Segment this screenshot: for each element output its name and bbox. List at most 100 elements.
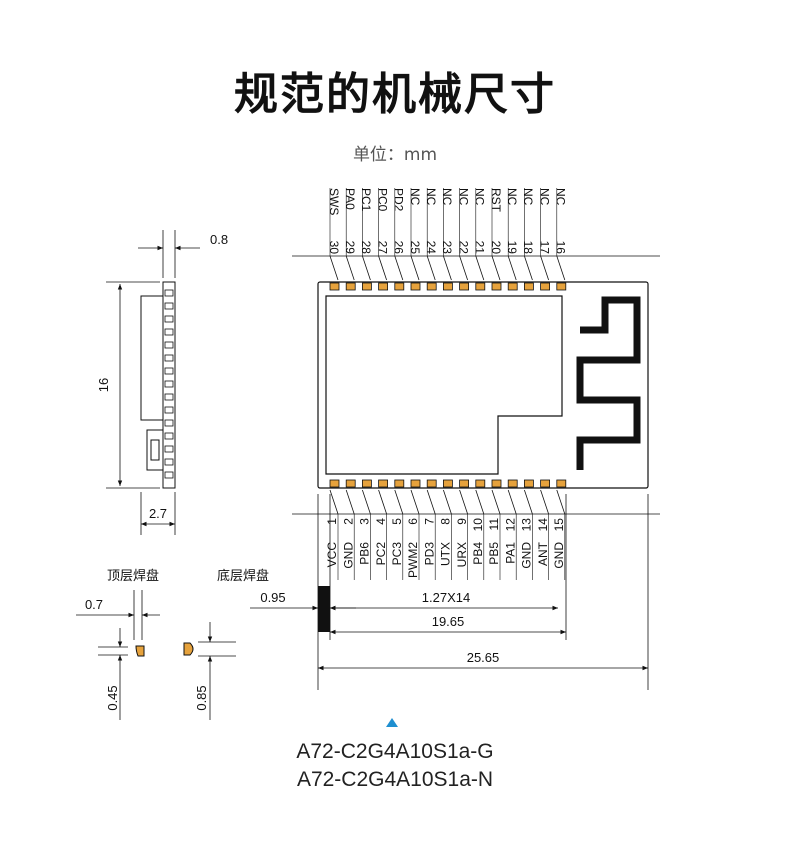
pin-leader [475, 255, 485, 281]
pin-number: 26 [392, 241, 406, 255]
pin-leader [556, 489, 566, 515]
pad [507, 282, 518, 291]
dim-side-width: 2.7 [149, 506, 167, 521]
pin-leader [345, 255, 355, 281]
pin-name: RST [489, 188, 503, 213]
pin-leader [556, 255, 566, 281]
pad [475, 282, 486, 291]
pad [540, 282, 550, 291]
bottom-pad-row [329, 479, 567, 488]
pin-number: 29 [343, 241, 357, 255]
shield-can [325, 295, 563, 475]
pin-leader [491, 255, 501, 281]
pin-number: 16 [554, 241, 568, 255]
side-pad [164, 289, 174, 297]
pin-number: 8 [439, 518, 453, 525]
dim-side-length: 16 [96, 378, 111, 392]
triangle-marker-icon [386, 718, 398, 727]
side-shield-bump-inner [150, 439, 160, 461]
pin-name: PC1 [359, 188, 373, 212]
dim-top-pad-height: 0.45 [105, 685, 120, 710]
dim-top-pad-width: 0.7 [85, 597, 103, 612]
pin-name: PA0 [343, 188, 357, 210]
pin-name: PB4 [471, 542, 485, 565]
top-pad-detail [135, 645, 145, 657]
pad [459, 282, 470, 291]
pad [426, 479, 437, 488]
pad [345, 479, 356, 488]
side-body [140, 295, 164, 421]
side-pad [164, 419, 174, 427]
pin-number: 21 [473, 241, 487, 255]
pin-leader [378, 255, 387, 281]
pin-leader [426, 255, 436, 281]
side-view [140, 281, 176, 489]
pin-name: SWS [327, 188, 341, 215]
pad [507, 479, 518, 488]
pad [556, 479, 567, 488]
side-pad [164, 380, 174, 388]
pin-number: 7 [422, 518, 436, 525]
pin-name: NC [554, 188, 568, 206]
side-pad [164, 341, 174, 349]
pin-name: PB6 [358, 542, 372, 565]
pin-leader [362, 489, 371, 515]
pin-name: PA1 [503, 542, 517, 564]
pad [442, 479, 453, 488]
pin-number: 13 [520, 518, 534, 532]
side-pad [164, 445, 174, 453]
pin-name: GND [552, 542, 566, 569]
pin-number: 1 [325, 518, 339, 525]
pin-leader [507, 255, 517, 281]
pin-name: PC2 [374, 542, 388, 566]
pin-number: 14 [536, 518, 550, 532]
pin-name: PD2 [392, 188, 406, 212]
pin-name: PD3 [422, 542, 436, 566]
module-outline [317, 281, 649, 489]
side-pad [164, 393, 174, 401]
pin-number: 3 [358, 518, 372, 525]
pin-number: 5 [390, 518, 404, 525]
bottom-pin-labels: 1VCC2GND3PB64PC25PC36PWM27PD38UTX9URX10P… [325, 489, 566, 580]
dim-bottom-pad-height: 0.85 [194, 685, 209, 710]
side-pcb [162, 281, 176, 489]
top-pad-row [329, 282, 567, 291]
pin-leader [345, 489, 355, 515]
pin-number: 30 [327, 241, 341, 255]
pin-number: 12 [503, 518, 517, 532]
page-title: 规范的机械尺寸 [234, 69, 556, 120]
pad [426, 282, 437, 291]
pin-number: 9 [455, 518, 469, 525]
pin-name: NC [408, 188, 422, 206]
pin-leader [329, 255, 339, 281]
pin-leader [491, 489, 501, 515]
edge-bar [318, 586, 330, 632]
pad [556, 282, 567, 291]
pad [410, 479, 421, 488]
pin-name: NC [537, 188, 551, 206]
pin-name: URX [455, 542, 469, 567]
pad [378, 479, 389, 488]
side-pad [164, 471, 174, 479]
side-shield-bump [146, 429, 164, 471]
pin-leader [394, 489, 404, 515]
pad [345, 282, 356, 291]
pin-number: 23 [440, 241, 454, 255]
side-pad [164, 302, 174, 310]
pin-name: NC [521, 188, 535, 206]
pin-number: 20 [489, 241, 503, 255]
side-pad [164, 328, 174, 336]
pin-name: PC3 [390, 542, 404, 566]
pin-name: NC [473, 188, 487, 206]
pin-leader [507, 489, 517, 515]
pin-name: NC [424, 188, 438, 206]
pad [361, 479, 372, 488]
pin-number: 4 [374, 518, 388, 525]
pin-leader [459, 255, 468, 281]
side-pad [164, 315, 174, 323]
top-pin-labels: 30SWS29PA028PC127PC026PD225NC24NC23NC22N… [327, 188, 568, 281]
side-pad-ticks [164, 289, 174, 479]
pin-leader [540, 489, 549, 515]
pin-leader [329, 489, 339, 515]
